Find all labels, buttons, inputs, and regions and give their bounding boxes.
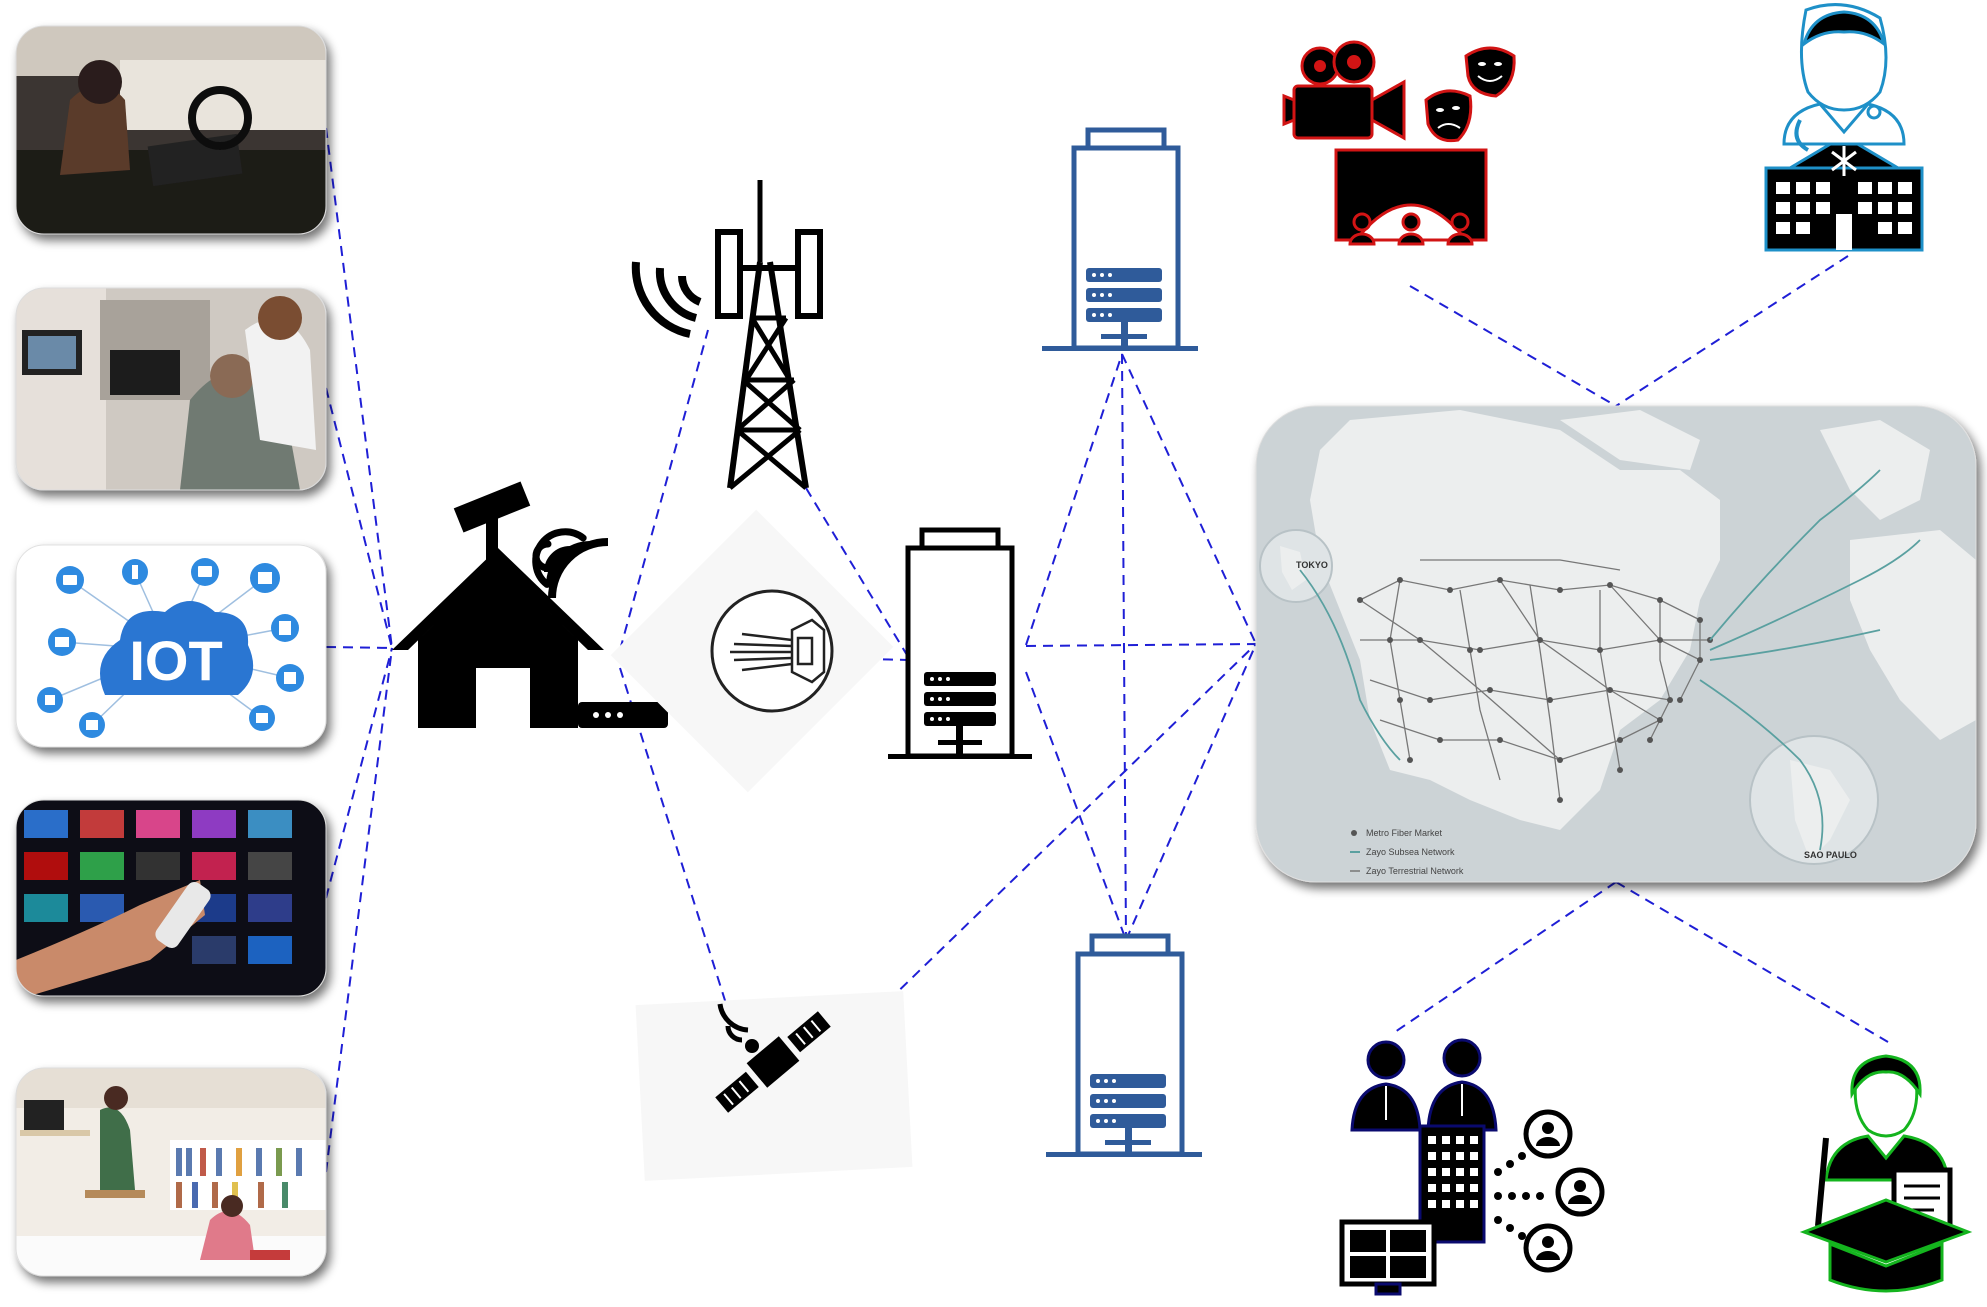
link-car-to-home [325, 127, 393, 649]
edge-datacenter-icon-top [1042, 127, 1198, 351]
link-entertainment-to-map [1409, 285, 1617, 407]
iot-badge-text: IOT [129, 629, 222, 692]
fiber-network-map: TOKYO SAO PAULO Metro Fiber Market Zayo … [1255, 405, 1977, 883]
link-core-to-edge-bottom [1025, 671, 1127, 941]
iot-icon: IOT Internet of things [15, 544, 327, 748]
map-city-tokyo: TOKYO [1296, 560, 1328, 570]
business-icon [1339, 1038, 1605, 1296]
healthcare-icon [1764, 3, 1924, 252]
edge-datacenter-icon-bottom [1046, 933, 1202, 1157]
telehealth-photo [15, 287, 327, 491]
fiber-optic-icon [610, 509, 894, 793]
satellite-icon [635, 991, 913, 1181]
link-home-to-tower [619, 329, 709, 651]
home-learning-photo [15, 1067, 327, 1277]
education-icon [1799, 1054, 1973, 1293]
link-map-to-education [1615, 881, 1889, 1043]
link-learning-to-home [325, 647, 393, 1173]
core-datacenter-icon [888, 527, 1032, 759]
cell-tower-icon [631, 180, 823, 490]
link-tv-to-home [325, 647, 393, 899]
map-legend-terrestrial: Zayo Terrestrial Network [1366, 866, 1464, 876]
smart-home-icon [392, 481, 668, 728]
map-legend-metro: Metro Fiber Market [1366, 828, 1443, 838]
link-edge-top-to-map [1121, 353, 1257, 645]
link-edge-top-to-edge-bottom [1121, 353, 1127, 941]
link-edge-bottom-to-map [1125, 643, 1257, 941]
streaming-tv-photo [15, 799, 327, 997]
link-telehealth-to-home [325, 387, 393, 649]
entertainment-icon [1282, 40, 1516, 246]
map-legend-subsea: Zayo Subsea Network [1366, 847, 1455, 857]
link-core-to-map [1025, 643, 1257, 647]
link-core-to-edge-top [1025, 353, 1123, 646]
map-city-sao-paulo: SAO PAULO [1804, 850, 1857, 860]
link-map-to-business [1391, 881, 1617, 1035]
car-laptop-photo [15, 25, 327, 235]
iot-caption: Internet of things [119, 704, 217, 718]
link-iot-to-home [325, 646, 393, 649]
link-healthcare-to-map [1615, 255, 1849, 407]
